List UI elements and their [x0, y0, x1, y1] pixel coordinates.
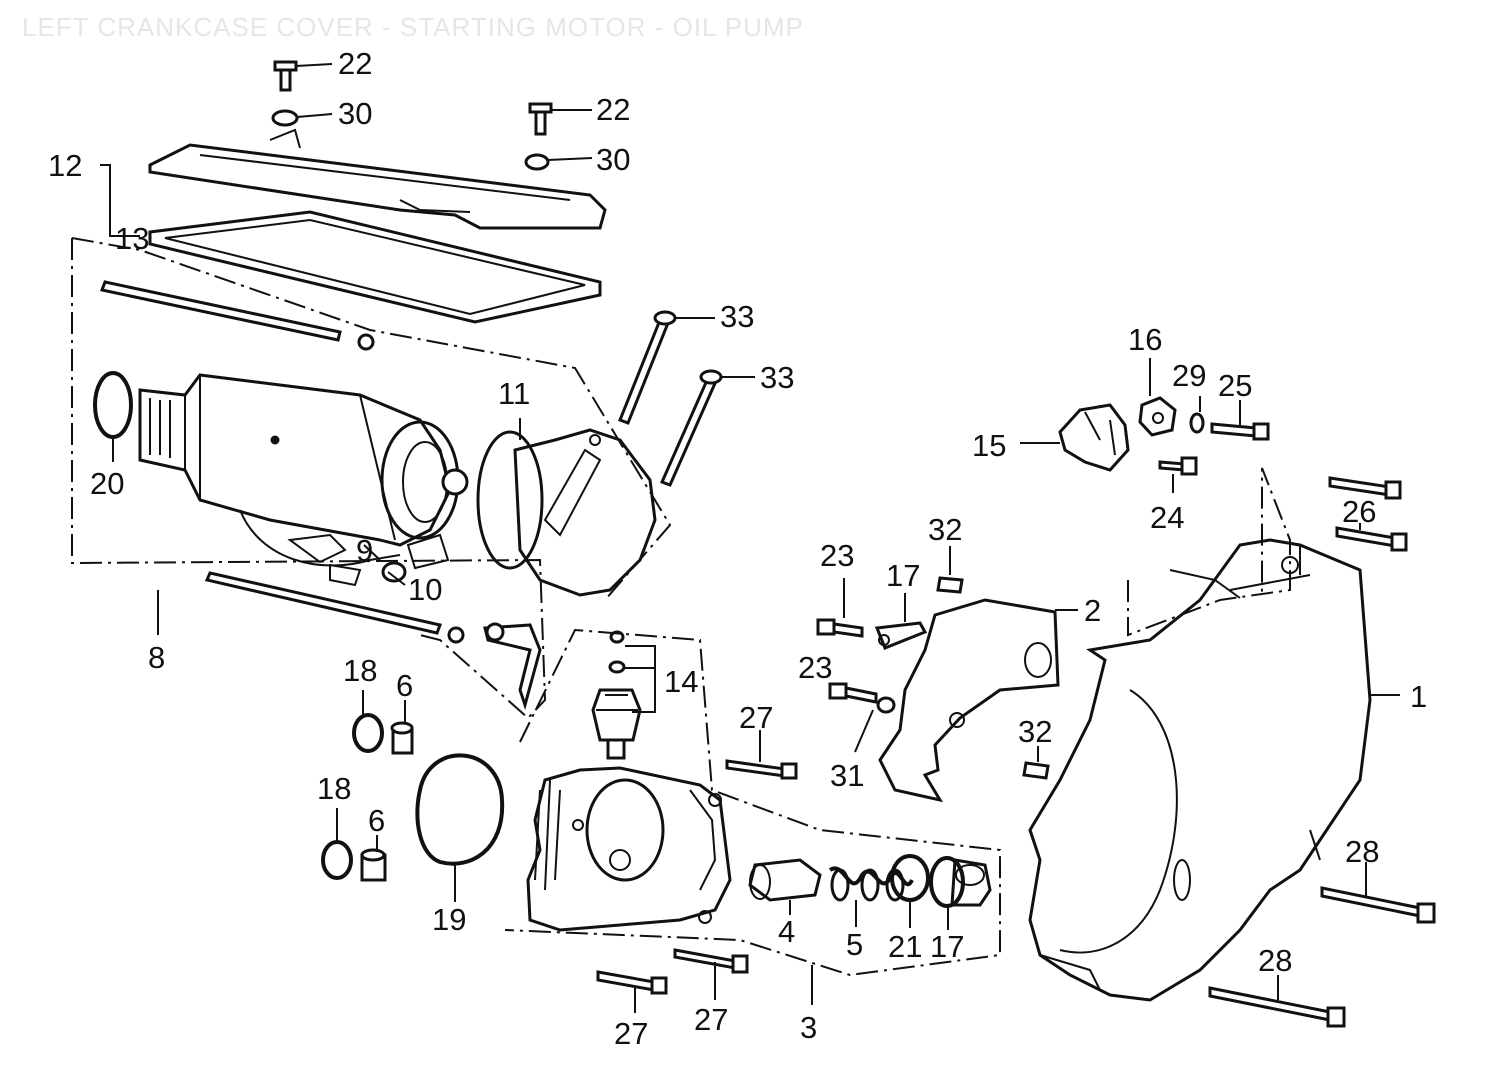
- washer-31: [876, 696, 896, 714]
- callout-24: 24: [1150, 500, 1184, 535]
- callout-27b: 27: [694, 1002, 728, 1037]
- callout-32b: 32: [1018, 714, 1052, 749]
- bolt-27b: [596, 970, 668, 995]
- pump-group-outline: [504, 628, 1001, 977]
- callout-25: 25: [1218, 368, 1252, 403]
- callout-5: 5: [846, 927, 863, 962]
- top-gasket: [148, 210, 602, 324]
- bushing-6b: [360, 848, 387, 882]
- washer-29: [1189, 412, 1205, 434]
- callout-23a: 23: [820, 538, 854, 573]
- through-bolt-lower: [204, 571, 465, 644]
- motor-group-outline-top: [71, 237, 672, 601]
- callout-33b: 33: [760, 360, 794, 395]
- callout-2: 2: [1084, 593, 1101, 628]
- top-cover: [148, 128, 607, 230]
- callout-22b: 22: [596, 92, 630, 127]
- callout-1: 1: [1410, 679, 1427, 714]
- callout-11: 11: [498, 376, 530, 411]
- bolt-27c: [673, 948, 749, 974]
- o-ring-20: [93, 371, 133, 439]
- callout-30a: 30: [338, 96, 372, 131]
- long-bolt-33a: [618, 310, 677, 425]
- callout-8: 8: [148, 640, 165, 675]
- bolt-26b: [1335, 526, 1408, 552]
- bolt-23b: [828, 682, 878, 704]
- seal-18a: [352, 713, 384, 753]
- bolt-25: [1210, 422, 1270, 441]
- bushing-6a: [390, 721, 414, 755]
- callout-6b: 6: [368, 803, 385, 838]
- callout-22a: 22: [338, 46, 372, 81]
- pressure-switch-14: [591, 630, 642, 760]
- motor-bracket: [483, 622, 542, 711]
- bolt-26a: [1328, 476, 1402, 500]
- chain-guard-2: [878, 598, 1060, 803]
- bolt-27a: [725, 759, 798, 780]
- crankcase-cover-1: [1028, 538, 1372, 1002]
- screw-24: [1158, 456, 1198, 476]
- callout-29: 29: [1172, 358, 1206, 393]
- callout-27a: 27: [739, 700, 773, 735]
- starter-motor: [138, 373, 469, 587]
- callout-10: 10: [408, 572, 442, 607]
- callout-15: 15: [972, 428, 1006, 463]
- callout-13: 13: [115, 221, 149, 256]
- callout-30b: 30: [596, 142, 630, 177]
- dowel-32a: [936, 576, 964, 594]
- callout-19: 19: [432, 902, 466, 937]
- callout-9: 9: [356, 533, 373, 568]
- dowel-32b: [1022, 761, 1050, 780]
- diagram-title: LEFT CRANKCASE COVER - STARTING MOTOR - …: [22, 12, 804, 42]
- neutral-switch-15: [1058, 403, 1130, 472]
- bolt-28a: [1320, 886, 1436, 924]
- callout-16: 16: [1128, 322, 1162, 357]
- motor-group-outline: [71, 238, 547, 720]
- bolt-28b: [1208, 986, 1346, 1028]
- rubber-boot-16: [1138, 396, 1177, 437]
- callout-18b: 18: [317, 771, 351, 806]
- callout-21: 21: [888, 929, 922, 964]
- bolt-22b: [528, 102, 553, 136]
- plate-17: [874, 621, 928, 650]
- callout-28b: 28: [1258, 943, 1292, 978]
- callout-23b: 23: [798, 650, 832, 685]
- seal-18b: [321, 840, 353, 880]
- shaft-4: [748, 858, 822, 902]
- bolt-23a: [816, 618, 864, 638]
- bolt-22a: [273, 60, 298, 92]
- cover-group-outline: [1127, 467, 1291, 637]
- callout-17b: 17: [930, 929, 964, 964]
- callout-12: 12: [48, 148, 82, 183]
- callout-18a: 18: [343, 653, 377, 688]
- leader-14: [625, 645, 656, 713]
- through-bolt-upper: [99, 280, 375, 351]
- callout-17a: 17: [886, 558, 920, 593]
- callout-31: 31: [830, 758, 864, 793]
- leader-12-13: [100, 164, 140, 237]
- callout-27c: 27: [614, 1016, 648, 1051]
- nut-30a: [271, 109, 299, 127]
- callout-4: 4: [778, 914, 795, 949]
- nut-30b: [524, 153, 550, 171]
- callout-20: 20: [90, 466, 124, 501]
- plug-17: [929, 856, 992, 908]
- spring-5: [828, 866, 914, 902]
- callout-14: 14: [664, 664, 698, 699]
- long-bolt-33b: [659, 369, 723, 487]
- callout-33a: 33: [720, 299, 754, 334]
- callout-26: 26: [1342, 494, 1376, 529]
- callout-28a: 28: [1345, 834, 1379, 869]
- end-cover-11: [476, 428, 657, 597]
- callout-3: 3: [800, 1010, 817, 1045]
- oil-pump-housing: [526, 766, 732, 932]
- o-ring-19: [415, 753, 505, 866]
- callout-labels: 22 30 22 30 12 13 33 33 16 29 25 15 11 2…: [48, 46, 1427, 1051]
- callout-6a: 6: [396, 668, 413, 703]
- callout-32a: 32: [928, 512, 962, 547]
- o-ring-21: [890, 854, 930, 902]
